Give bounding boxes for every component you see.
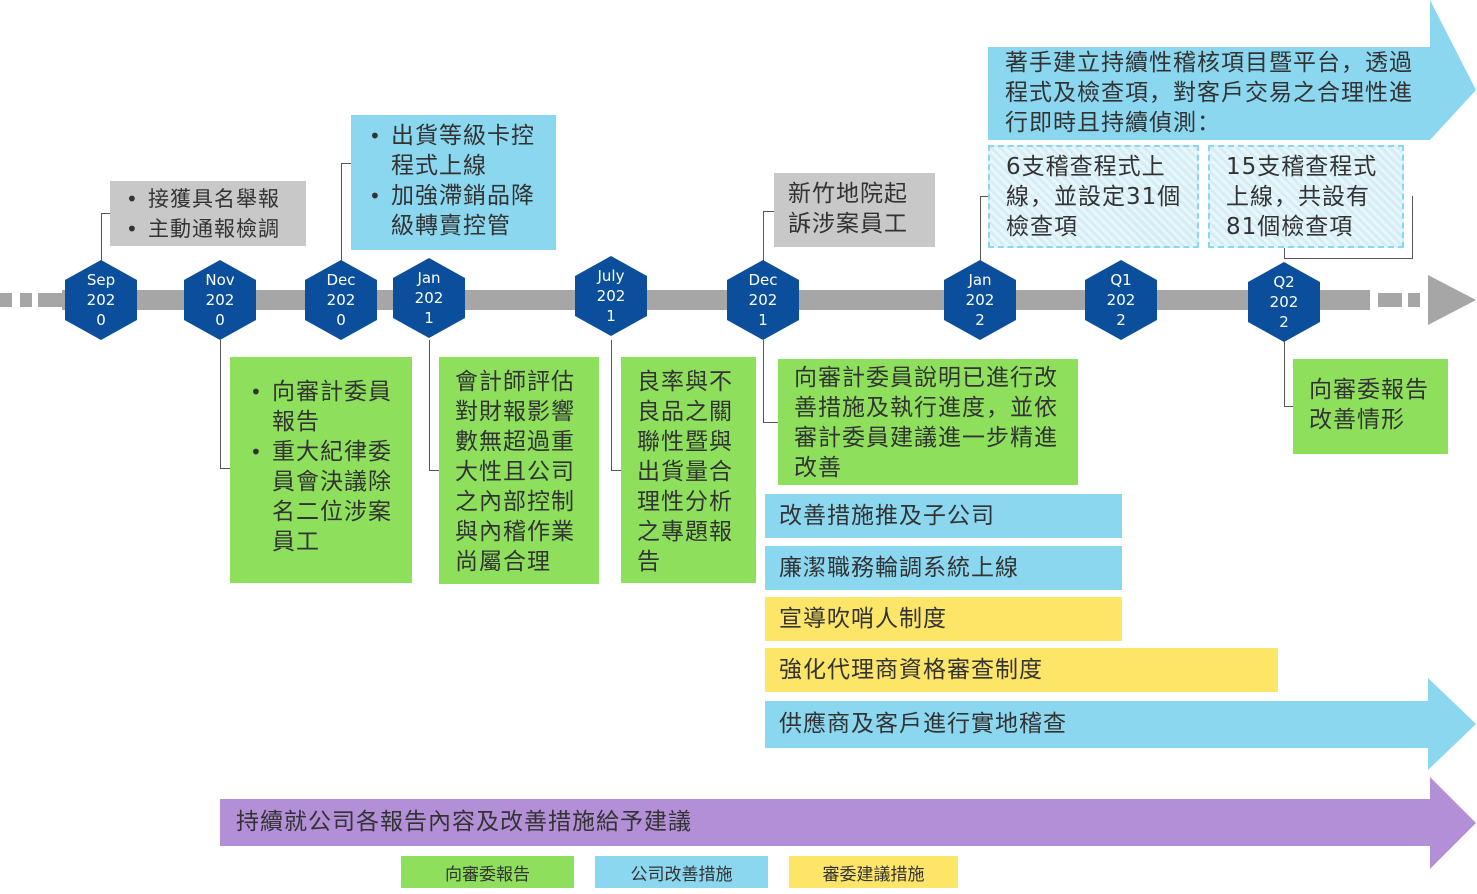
connector-dec2021-down [763, 340, 779, 423]
milestone-label: 202 [748, 291, 778, 309]
purple-arrow-text: 持續就公司各報告內容及改善措施給予建議 [236, 807, 1136, 837]
timeline-dash [1378, 293, 1402, 307]
milestone-label: 2 [975, 311, 985, 329]
connector-july2021 [611, 340, 622, 471]
onsite-audit-text: 供應商及客戶進行實地稽查 [779, 709, 1379, 739]
milestone-label: 0 [96, 311, 106, 329]
measure-text: 廉潔職務輪調系統上線 [779, 555, 1019, 581]
list-item: 接獲具名舉報 [126, 184, 300, 214]
purple-text: 持續就公司各報告內容及改善措施給予建議 [236, 809, 692, 835]
legend-company-measures: 公司改善措施 [595, 856, 768, 888]
event-text: 會計師評估對財報影響數無超過重大性且公司之內部控制與內稽作業尚屬合理 [455, 369, 575, 575]
timeline-bar [62, 290, 1370, 310]
milestone-label: Dec [326, 271, 356, 289]
milestone-label: 202 [205, 291, 235, 309]
measure-bar-subsidiaries: 改善措施推及子公司 [765, 494, 1122, 538]
milestone-label: 0 [215, 311, 225, 329]
milestone-july-2021: July 202 1 [575, 256, 647, 336]
milestone-jan-2021: Jan 202 1 [393, 258, 465, 338]
measure-bar-rotation-system: 廉潔職務輪調系統上線 [765, 546, 1122, 590]
legend-committee-measures: 審委建議措施 [789, 856, 958, 888]
milestone-dec-2020: Dec 202 0 [305, 260, 377, 340]
arrow-text: 著手建立持續性稽核項目暨平台，透過程式及檢查項，對客戶交易之合理性進行即時且持續… [1005, 50, 1413, 136]
milestone-label: 202 [326, 291, 356, 309]
milestone-label: 202 [965, 291, 995, 309]
connector-dec2021-up [763, 211, 775, 262]
legend-label: 審委建議措施 [822, 864, 925, 885]
legend-label: 向審委報告 [445, 864, 530, 885]
legend-report: 向審委報告 [401, 856, 574, 888]
milestone-label: 1 [424, 309, 434, 327]
list-item: 向審計委員報告 [250, 377, 402, 437]
connector-jan2022 [980, 196, 989, 262]
measure-bar-agent-review: 強化代理商資格審查制度 [765, 648, 1278, 692]
event-box-jan2021: 會計師評估對財報影響數無超過重大性且公司之內部控制與內稽作業尚屬合理 [439, 357, 599, 584]
timeline-arrowhead [1428, 275, 1476, 325]
measure-text: 改善措施推及子公司 [779, 503, 995, 529]
milestone-nov-2020: Nov 202 0 [184, 260, 256, 340]
event-box-q2-2022-report: 向審委報告改善情形 [1293, 359, 1448, 454]
measure-arrow-onsite-audit [765, 678, 1476, 770]
milestone-label: 2 [1279, 313, 1289, 331]
milestone-label: 202 [596, 287, 626, 305]
timeline-dash [1408, 293, 1420, 307]
milestone-label: 1 [606, 307, 616, 325]
milestone-label: 1 [758, 311, 768, 329]
connector-nov2020 [220, 340, 231, 469]
measure-text: 強化代理商資格審查制度 [779, 657, 1043, 683]
milestone-q1-2022: Q1 202 2 [1085, 260, 1157, 340]
milestone-label: Jan [968, 271, 992, 289]
event-box-jan2022: 6支稽查程式上線，並設定31個檢查項 [988, 145, 1199, 248]
connector-sep2020 [101, 213, 111, 264]
event-text: 向審計委員說明已進行改善措施及執行進度，並依審計委員建議進一步精進改善 [794, 365, 1058, 481]
connector-jan2021 [429, 340, 440, 471]
list-item: 主動通報檢調 [126, 214, 300, 244]
milestone-label: Dec [748, 271, 778, 289]
event-box-dec2021: 新竹地院起訴涉案員工 [774, 173, 935, 247]
milestone-label: 202 [86, 291, 116, 309]
event-box-q2-2022: 15支稽查程式上線，共設有81個檢查項 [1208, 145, 1404, 248]
milestone-label: 202 [1106, 291, 1136, 309]
continuous-audit-arrow [988, 0, 1476, 140]
milestone-sep-2020: Sep 202 0 [65, 260, 137, 340]
event-box-sep2020: 接獲具名舉報 主動通報檢調 [110, 181, 306, 246]
measure-text: 供應商及客戶進行實地稽查 [779, 711, 1067, 737]
milestone-label: Nov [205, 271, 235, 289]
milestone-label: July [597, 267, 625, 285]
continuous-audit-text: 著手建立持續性稽核項目暨平台，透過程式及檢查項，對客戶交易之合理性進行即時且持續… [1005, 48, 1415, 140]
event-box-dec2020: 出貨等級卡控程式上線 加強滯銷品降級轉賣控管 [351, 115, 556, 250]
timeline-dash [20, 293, 32, 307]
event-text: 向審委報告改善情形 [1309, 377, 1429, 433]
milestone-q2-2022: Q2 202 2 [1248, 262, 1320, 342]
milestone-label: Q2 [1273, 273, 1295, 291]
list-item: 重大紀律委員會決議除名二位涉案員工 [250, 437, 402, 557]
event-box-dec2021-report: 向審計委員說明已進行改善措施及執行進度，並依審計委員建議進一步精進改善 [778, 359, 1078, 485]
event-text: 6支稽查程式上線，並設定31個檢查項 [1006, 154, 1182, 240]
event-box-nov2020: 向審計委員報告 重大紀律委員會決議除名二位涉案員工 [230, 357, 412, 583]
milestone-label: 2 [1116, 311, 1126, 329]
milestone-jan-2022: Jan 202 2 [944, 260, 1016, 340]
milestone-dec-2021: Dec 202 1 [727, 260, 799, 340]
legend-label: 公司改善措施 [630, 864, 733, 885]
milestone-label: 0 [336, 311, 346, 329]
milestone-label: Q1 [1110, 271, 1132, 289]
timeline-dash [38, 293, 62, 307]
milestone-label: Sep [86, 271, 116, 289]
list-item: 加強滯銷品降級轉賣控管 [369, 181, 544, 241]
connector-q2-down [1284, 340, 1294, 407]
milestone-label: 202 [1269, 293, 1299, 311]
list-item: 出貨等級卡控程式上線 [369, 121, 544, 181]
purple-arrow [220, 777, 1476, 869]
connector-dec2020 [341, 163, 352, 262]
event-text: 良率與不良品之關聯性暨與出貨量合理性分析之專題報告 [637, 369, 733, 575]
measure-bar-whistleblower: 宣導吹哨人制度 [765, 597, 1122, 641]
milestone-label: 202 [414, 289, 444, 307]
event-text: 15支稽查程式上線，共設有81個檢查項 [1226, 154, 1378, 240]
milestone-label: Jan [417, 269, 441, 287]
event-text: 新竹地院起訴涉案員工 [788, 181, 908, 237]
event-box-july2021: 良率與不良品之關聯性暨與出貨量合理性分析之專題報告 [621, 357, 756, 583]
timeline-dash [0, 293, 12, 307]
measure-text: 宣導吹哨人制度 [779, 606, 947, 632]
